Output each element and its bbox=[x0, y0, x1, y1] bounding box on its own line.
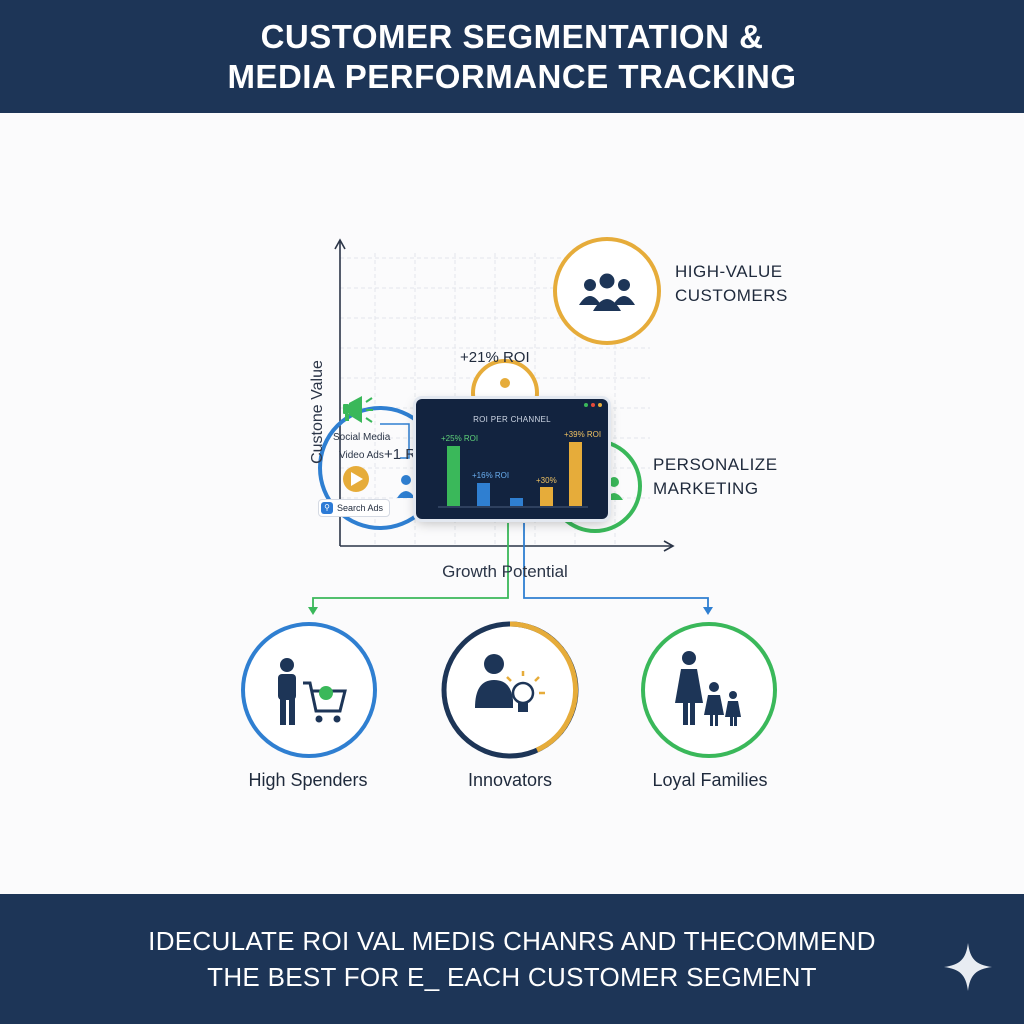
personalize-line-1: PERSONALIZE bbox=[653, 455, 778, 474]
title-line-2: MEDIA PERFORMANCE TRACKING bbox=[227, 57, 797, 95]
matrix-axes bbox=[334, 238, 675, 552]
megaphone-icon bbox=[343, 396, 373, 423]
channel-bracket bbox=[380, 423, 410, 459]
group-icon bbox=[579, 273, 635, 311]
segment-label-innovators: Innovators bbox=[467, 770, 553, 790]
x-axis-label: Growth Potential bbox=[442, 562, 568, 581]
personalize-marketing-label: PERSONALIZE MARKETING bbox=[653, 453, 778, 501]
bar-1 bbox=[447, 446, 460, 506]
bar-3 bbox=[510, 498, 523, 506]
title-line-1: CUSTOMER SEGMENTATION & bbox=[260, 17, 764, 55]
roi-top-label: +21% ROI bbox=[460, 349, 530, 366]
high-value-line-1: HIGH-VALUE bbox=[675, 262, 783, 281]
search-icon: ⚲ bbox=[321, 502, 333, 514]
search-ads-tag: ⚲ Search Ads bbox=[318, 499, 391, 517]
person-icon-top bbox=[500, 378, 510, 388]
personalize-line-2: MARKETING bbox=[653, 479, 759, 498]
person-lightbulb-icon bbox=[475, 654, 545, 712]
high-value-line-2: CUSTOMERS bbox=[675, 286, 788, 305]
bar-label-2: +16% ROI bbox=[472, 471, 509, 480]
bar-label-4: +39% ROI bbox=[564, 430, 601, 439]
innovators-ring-accent bbox=[509, 621, 578, 753]
bar-5 bbox=[569, 442, 582, 506]
footer-line-1: IDECULATE ROI VAL MEDIS CHANRS AND THECO… bbox=[148, 926, 876, 956]
sparkle-icon bbox=[944, 943, 992, 991]
dashboard-title: ROI PER CHANNEL bbox=[473, 415, 551, 424]
window-dots bbox=[584, 403, 602, 407]
segment-label-loyal-families: Loyal Families bbox=[652, 770, 768, 790]
header-banner: CUSTOMER SEGMENTATION & MEDIA PERFORMANC… bbox=[0, 0, 1024, 113]
diagram-canvas: Custone Value Growth Potential +21% ROI … bbox=[0, 113, 1024, 894]
bar-2 bbox=[477, 483, 490, 506]
y-axis-label: Custone Value bbox=[309, 360, 326, 464]
footer-banner: IDECULATE ROI VAL MEDIS CHANRS AND THECO… bbox=[0, 894, 1024, 1024]
video-ads-label: Video Ads bbox=[339, 450, 384, 461]
bar-label-1: +25% ROI bbox=[441, 434, 478, 443]
high-value-customers-label: HIGH-VALUE CUSTOMERS bbox=[675, 260, 788, 308]
high-value-ring bbox=[553, 237, 661, 345]
connector-lines bbox=[308, 523, 713, 615]
family-icon bbox=[675, 651, 741, 726]
bar-label-3: +30% bbox=[536, 476, 557, 485]
play-icon bbox=[343, 466, 369, 492]
segment-label-high-spenders: High Spenders bbox=[248, 770, 368, 790]
roi-dashboard-card: ROI PER CHANNEL +25% ROI +16% ROI +30% +… bbox=[416, 399, 608, 519]
bar-4 bbox=[540, 487, 553, 506]
person-icon-right bbox=[605, 477, 623, 500]
loyal-families-ring bbox=[641, 622, 777, 758]
video-ads-value: +1 R bbox=[384, 446, 417, 463]
roi-bar-chart: +25% ROI +16% ROI +30% +39% ROI bbox=[438, 430, 601, 508]
shopper-cart-icon bbox=[278, 658, 347, 725]
person-icon-left bbox=[397, 475, 415, 498]
high-spenders-ring bbox=[241, 622, 377, 758]
footer-line-2: THE BEST FOR E_ EACH CUSTOMER SEGMENT bbox=[207, 962, 817, 992]
social-media-label: Social Media bbox=[333, 432, 391, 443]
search-ads-label: Search Ads bbox=[337, 503, 384, 513]
